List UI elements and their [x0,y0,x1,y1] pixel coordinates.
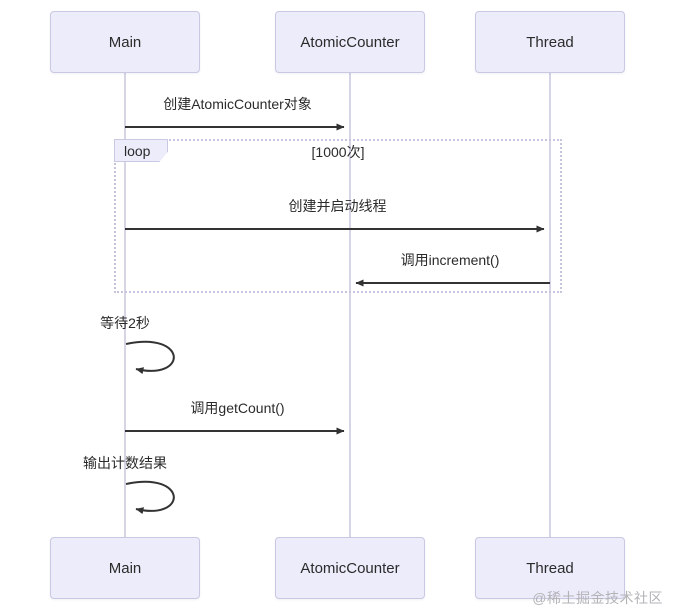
message-label: 创建并启动线程 [288,198,387,214]
message-label: 创建AtomicCounter对象 [163,96,312,112]
actor-thread-bottom: Thread [475,537,625,599]
actor-main-bottom: Main [50,537,200,599]
watermark: @稀土掘金技术社区 [532,590,663,606]
actor-atomiccounter-bottom: AtomicCounter [275,537,425,599]
message-label: 等待2秒 [100,315,150,331]
actor-label: AtomicCounter [300,559,400,577]
actor-atomiccounter-top: AtomicCounter [275,11,425,73]
actor-label: Main [108,33,142,51]
loop-label: loop [114,139,168,162]
actor-label: Main [108,559,142,577]
actor-label: Thread [526,33,574,51]
message-label: 输出计数结果 [83,455,167,471]
message-label: 调用getCount() [190,400,285,416]
self-message-arrow-wait [125,341,175,375]
actor-thread-top: Thread [475,11,625,73]
lifeline-atomiccounter [349,73,351,537]
message-label: 调用increment() [400,252,500,268]
loop-condition: [1000次] [311,144,365,160]
actor-label: AtomicCounter [300,33,400,51]
lifeline-main [124,73,126,537]
loop-frame [114,139,562,293]
actor-label: Thread [526,559,574,577]
lifeline-thread [549,73,551,537]
actor-main-top: Main [50,11,200,73]
self-message-arrow-output [125,481,175,515]
